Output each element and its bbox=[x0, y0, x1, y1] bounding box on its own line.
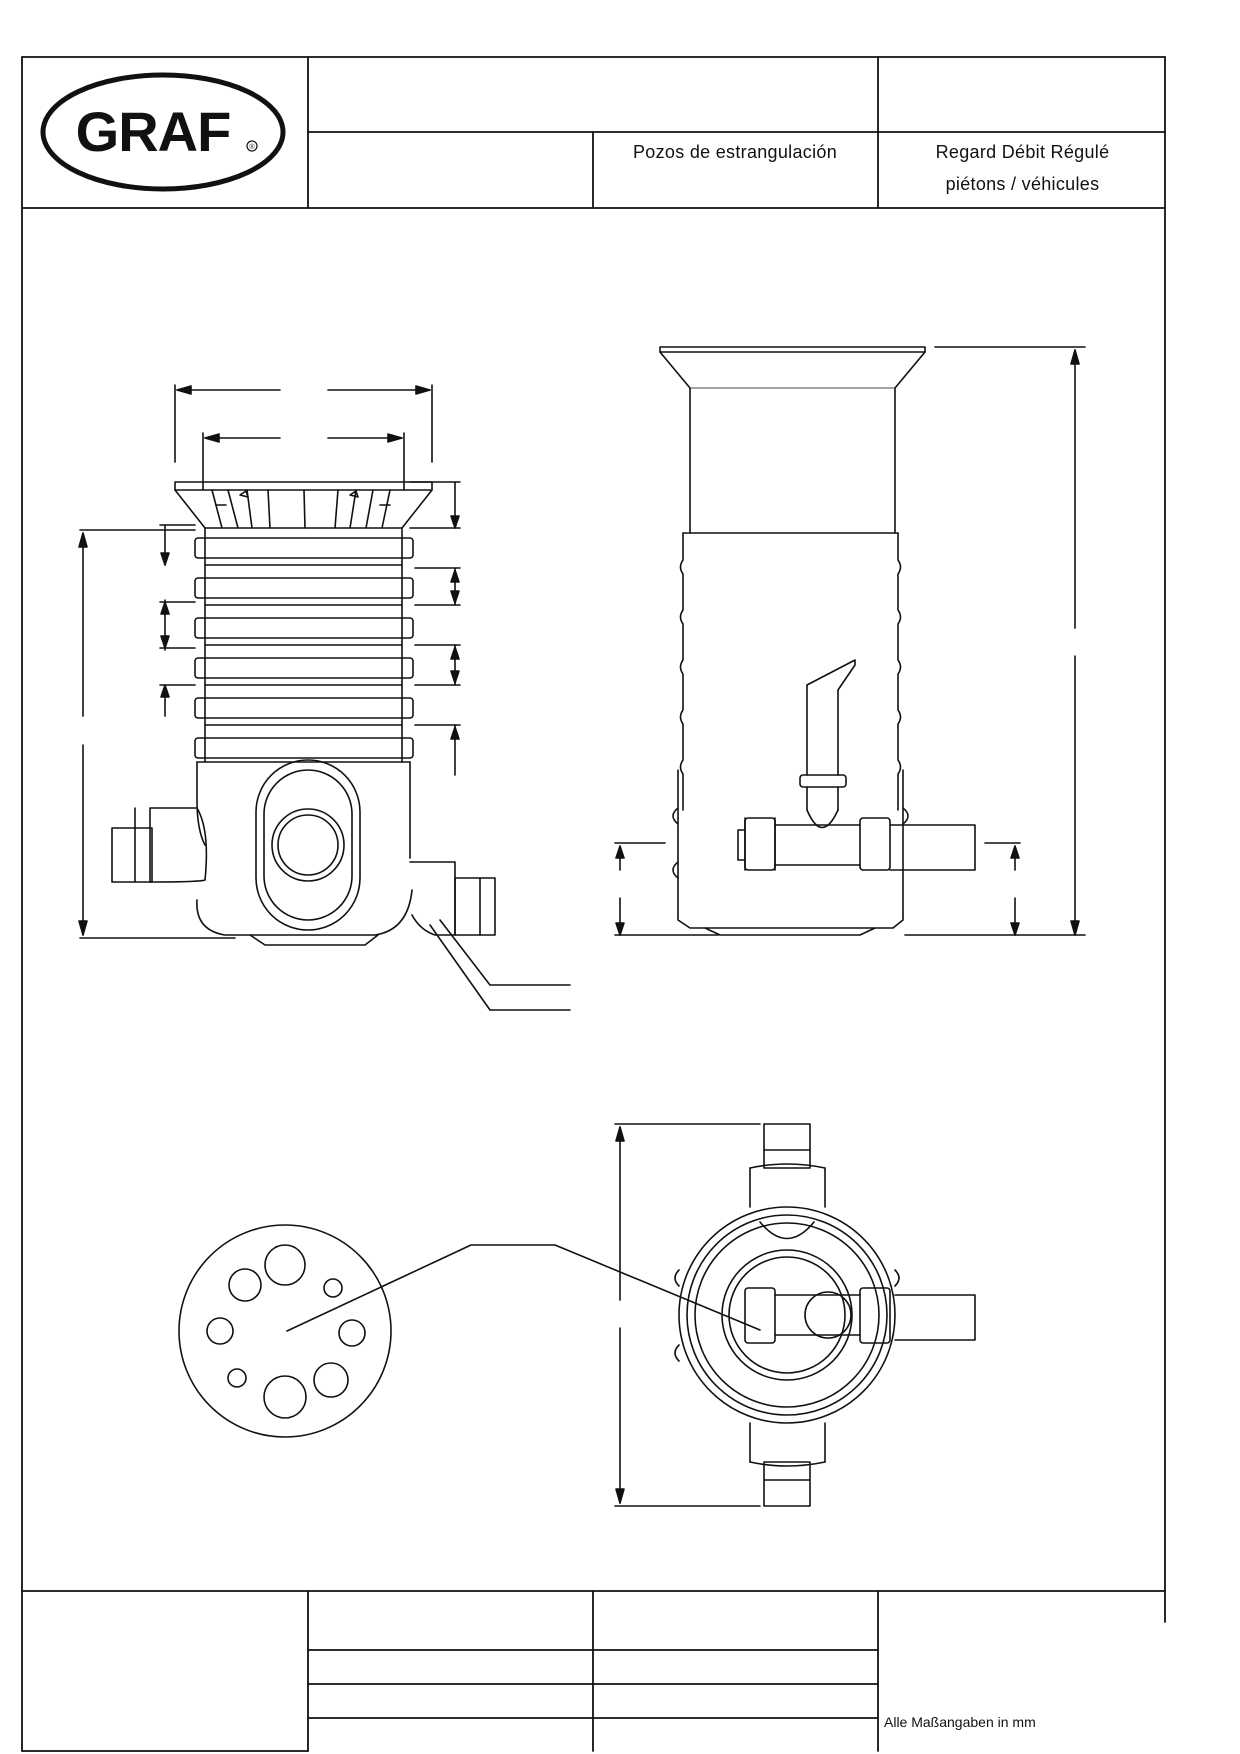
perforated-plate-detail bbox=[178, 1224, 761, 1438]
title-block bbox=[21, 56, 1166, 1752]
section-view bbox=[614, 346, 1086, 936]
logo-text: GRAF bbox=[76, 100, 231, 163]
front-view bbox=[78, 384, 571, 1011]
registered-mark: ® bbox=[249, 143, 255, 151]
title-es: Pozos de estrangulación bbox=[632, 142, 838, 162]
plan-view bbox=[614, 1123, 976, 1507]
title-fr-line1: Regard Débit Régulé bbox=[935, 142, 1110, 162]
units-note: Alle Maßangaben in mm bbox=[884, 1714, 1036, 1730]
title-fr-line2: piétons / véhicules bbox=[945, 174, 1100, 194]
bottom-title-block bbox=[21, 1590, 1166, 1752]
graf-logo: GRAF ® bbox=[40, 72, 286, 192]
